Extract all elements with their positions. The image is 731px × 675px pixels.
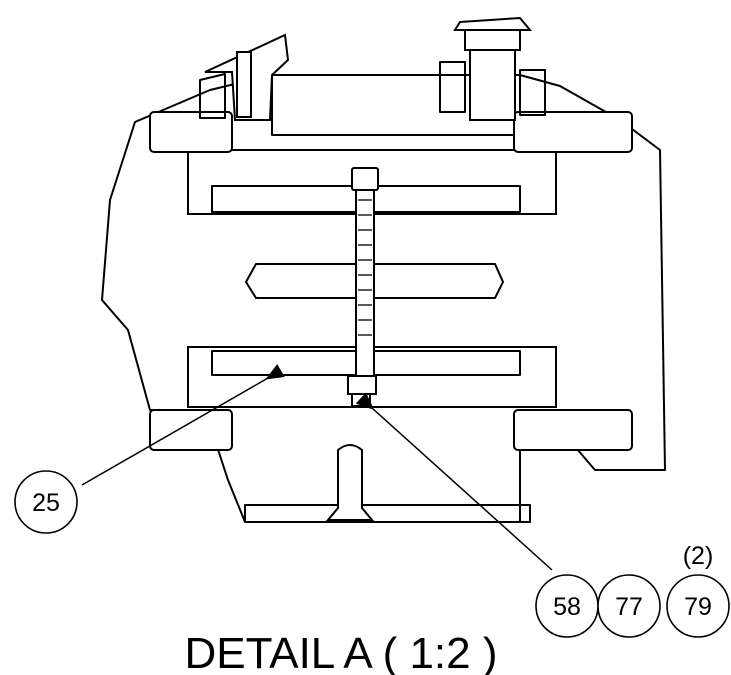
central-bolt — [347, 167, 379, 407]
bottom-base-plate — [244, 504, 531, 523]
callout-77: 77 — [597, 574, 661, 638]
left-lower-lug — [149, 409, 233, 451]
leader-25 — [81, 364, 285, 486]
top-right-fitting — [439, 16, 546, 121]
callout-79-label: 79 — [684, 593, 712, 621]
callout-25-label: 25 — [32, 489, 60, 517]
callout-58: 58 — [535, 574, 599, 638]
left-upper-lug — [149, 111, 233, 153]
right-lower-lug — [513, 409, 633, 451]
top-left-fitting — [199, 33, 290, 121]
leader-lines — [81, 364, 553, 571]
detail-title: DETAIL A ( 1:2 ) — [184, 629, 497, 675]
callout-25: 25 — [14, 470, 78, 534]
bottom-screw — [325, 444, 375, 521]
callout-79: 79 — [666, 574, 730, 638]
right-upper-lug — [513, 111, 633, 153]
leader-58 — [355, 392, 553, 571]
callout-58-label: 58 — [553, 593, 581, 621]
callout-77-label: 77 — [615, 593, 643, 621]
quantity-note: (2) — [683, 542, 714, 570]
